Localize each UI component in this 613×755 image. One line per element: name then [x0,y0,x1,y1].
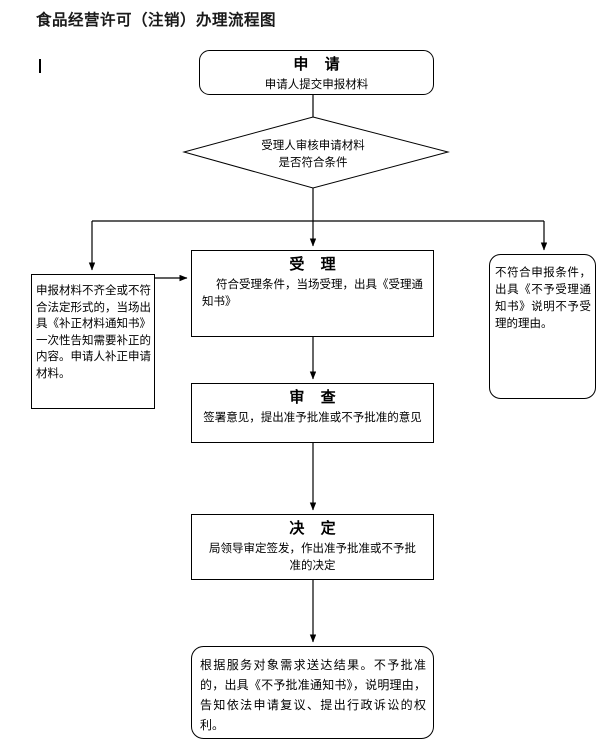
node-accept-shape [191,250,434,337]
node-not-accept-body: 不符合申报条件，出具《不予受理通知书》说明不予受理的理由。 [495,267,591,330]
node-examine-heading: 审 查 [289,389,342,406]
node-decide-shape [191,514,434,580]
node-deliver: 根据服务对象需求送达结果。不予批准的，出具《不予批准通知书》，说明理由，告知依法… [200,655,426,732]
node-accept: 受 理 符合受理条件，当场受理，出具《受理通知书》 [194,255,431,333]
node-supplement: 申报材料不齐全或不符合法定形式的，当场出具《补正材料通知书》一次性告知需要补正的… [36,283,151,403]
node-decide: 决 定 局领导审定签发，作出准予批准或不予批准的决定 [194,519,431,577]
node-accept-heading: 受 理 [289,256,342,273]
text-caret [39,59,41,73]
node-review-decision-line2: 是否符合条件 [278,157,348,169]
node-accept-body: 符合受理条件，当场受理，出具《受理通知书》 [202,279,423,308]
node-review-decision-line1: 受理人审核申请材料 [261,140,365,152]
node-review-decision: 受理人审核申请材料 是否符合条件 [225,138,401,178]
node-apply-shape [199,50,434,95]
node-apply-body: 申请人提交申报材料 [264,79,369,91]
node-examine: 审 查 签署意见，提出准予批准或不予批准的意见 [194,388,431,440]
node-decide-heading: 决 定 [289,520,342,537]
node-deliver-body: 根据服务对象需求送达结果。不予批准的，出具《不予批准通知书》，说明理由，告知依法… [200,658,426,732]
node-apply: 申 请 申请人提交申报材料 [201,53,432,93]
node-supplement-body: 申报材料不齐全或不符合法定形式的，当场出具《补正材料通知书》一次性告知需要补正的… [36,285,151,380]
node-apply-heading: 申 请 [293,56,346,73]
node-supplement-shape [31,274,155,409]
page-title: 食品经营许可（注销）办理流程图 [36,12,277,29]
node-not-accept-shape [489,254,596,399]
node-not-accept: 不符合申报条件，出具《不予受理通知书》说明不予受理的理由。 [495,265,591,393]
node-examine-body: 签署意见，提出准予批准或不予批准的意见 [203,412,422,424]
node-deliver-shape [191,646,434,739]
node-decide-body: 局领导审定签发，作出准予批准或不予批准的决定 [209,543,416,572]
